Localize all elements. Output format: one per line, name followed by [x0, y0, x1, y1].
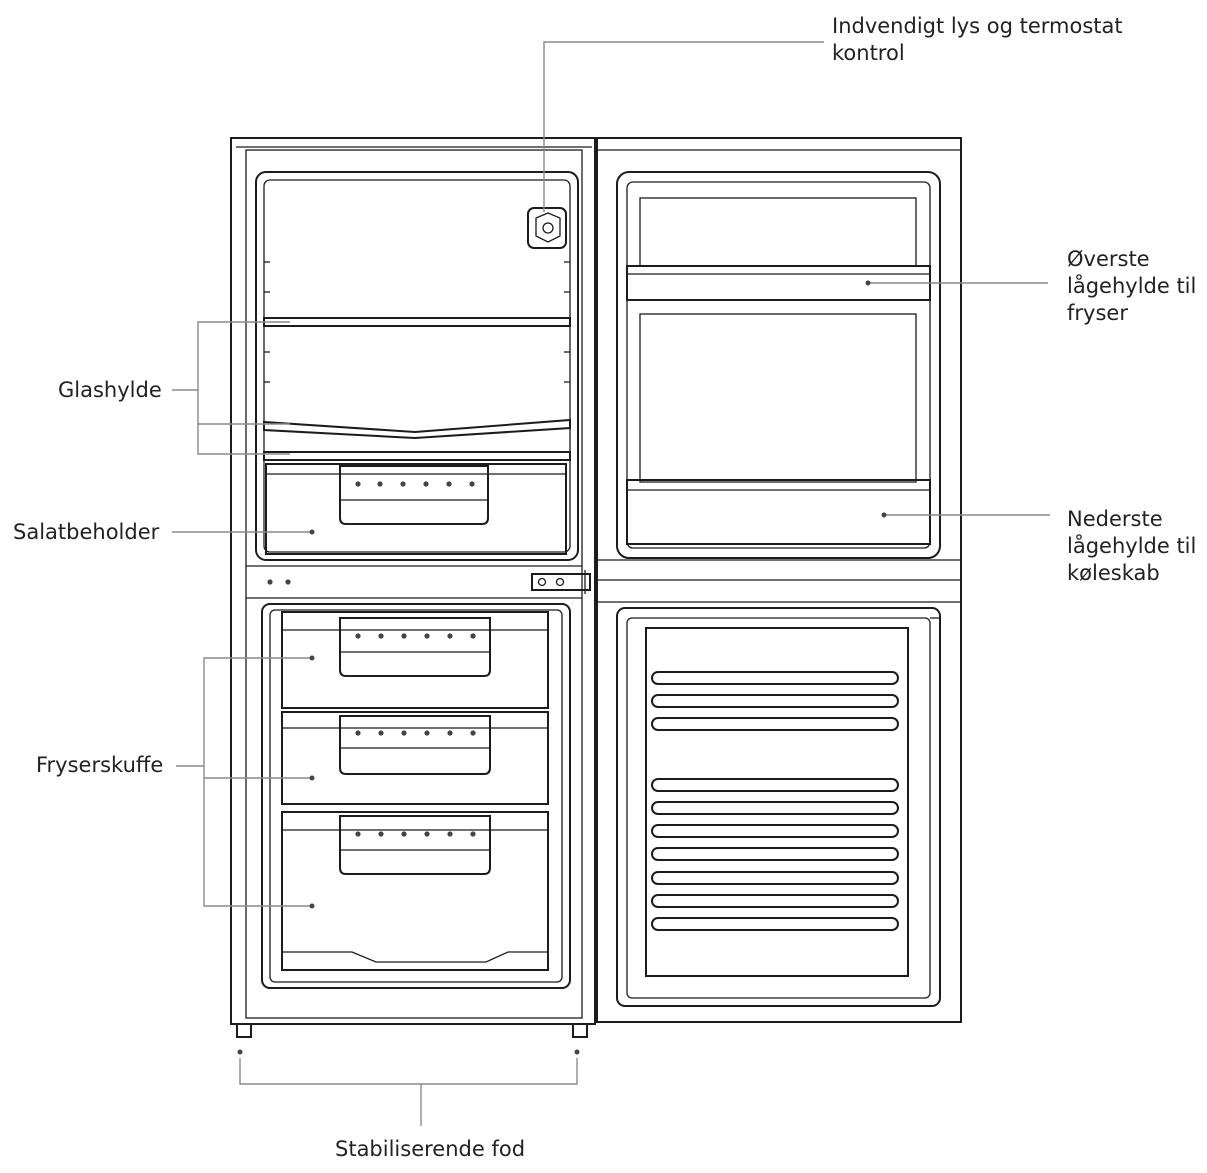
upper-door-shelf-label: Øverste lågehylde til fryser — [1067, 247, 1197, 325]
stabilizing-feet-label: Stabiliserende fod — [335, 1137, 526, 1161]
light-thermostat-unit — [527, 207, 567, 249]
freezer-drawer-3 — [281, 811, 549, 971]
evaporator-coils — [651, 671, 899, 931]
lower-door-shelf-label: Nederste lågehylde til køleskab — [1067, 507, 1197, 585]
freezer-drawer-label: Fryserskuffe — [36, 753, 164, 777]
crisper-drawer — [265, 463, 567, 555]
light-thermostat-label: Indvendigt lys og termostat kontrol — [832, 14, 1123, 65]
glass-shelf-label: Glashylde — [58, 378, 162, 402]
shelf-rails — [264, 261, 570, 383]
cabinet — [230, 137, 596, 1038]
door-hinge — [531, 570, 591, 594]
leader-lines — [172, 41, 1050, 1126]
freezer-drawer-2 — [281, 711, 549, 805]
doors — [596, 137, 962, 1023]
glass-shelves — [263, 317, 571, 461]
crisper-label: Salatbeholder — [13, 520, 160, 544]
freezer-drawer-1 — [281, 611, 549, 709]
